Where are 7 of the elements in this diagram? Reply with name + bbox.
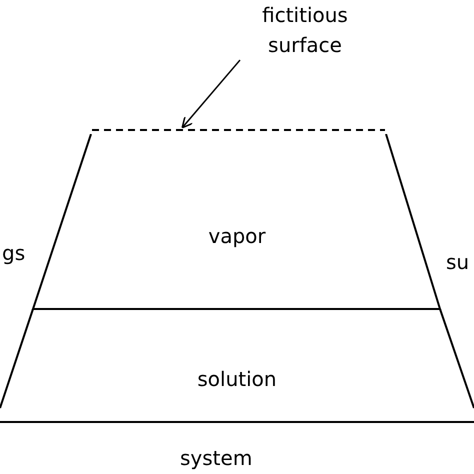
cut-off-label: gs bbox=[2, 240, 26, 266]
system-label: system bbox=[180, 445, 252, 471]
cut-off-label: su bbox=[446, 249, 470, 275]
arrow bbox=[181, 60, 241, 128]
callout-text: fictitious surface bbox=[240, 0, 370, 66]
region-label: solution bbox=[196, 366, 278, 392]
region-label: vapor bbox=[207, 223, 267, 249]
